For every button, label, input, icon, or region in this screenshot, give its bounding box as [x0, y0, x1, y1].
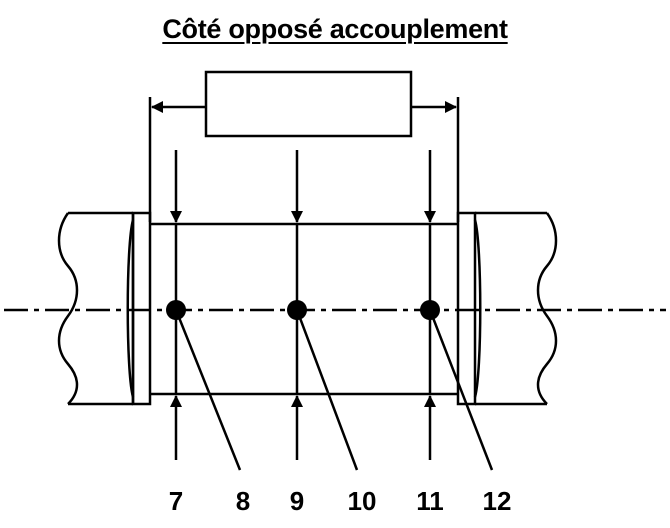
dimension-box	[204, 70, 413, 138]
label-8: 8	[236, 486, 250, 516]
label-12: 12	[483, 486, 512, 516]
right-housing	[456, 211, 558, 406]
label-11: 11	[416, 486, 444, 516]
left-housing	[57, 211, 152, 406]
dimension-group	[148, 70, 460, 222]
diagram-title: Côté opposé accouplement	[162, 14, 508, 44]
label-9: 9	[290, 486, 304, 516]
label-10: 10	[348, 486, 377, 516]
measurement-point-1	[166, 300, 186, 320]
measurement-point-2	[287, 300, 307, 320]
label-7: 7	[169, 486, 183, 516]
shaft	[150, 222, 458, 396]
measurement-point-3	[420, 300, 440, 320]
